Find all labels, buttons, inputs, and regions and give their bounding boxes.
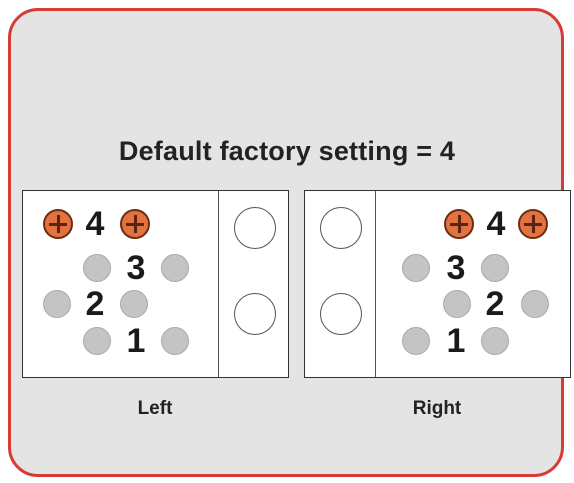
mounting-hole <box>481 254 509 282</box>
mounting-hole <box>402 254 430 282</box>
screw-icon <box>518 209 548 239</box>
mounting-hole <box>161 254 189 282</box>
setting-number-2: 2 <box>485 285 505 323</box>
slot-circle <box>320 293 362 335</box>
left-panel: 4 3 2 1 <box>22 190 289 378</box>
mounting-hole <box>83 327 111 355</box>
setting-number-3: 3 <box>126 249 146 287</box>
mounting-hole <box>521 290 549 318</box>
panel-divider <box>218 191 219 377</box>
slot-circle <box>320 207 362 249</box>
diagram-title: Default factory setting = 4 <box>118 136 456 166</box>
mounting-hole <box>161 327 189 355</box>
panel-divider <box>375 191 376 377</box>
setting-number-3: 3 <box>446 249 466 287</box>
left-caption: Left <box>137 398 173 419</box>
slot-circle <box>234 293 276 335</box>
mounting-hole <box>120 290 148 318</box>
slot-circle <box>234 207 276 249</box>
mounting-hole <box>402 327 430 355</box>
mounting-hole <box>83 254 111 282</box>
mounting-hole <box>443 290 471 318</box>
setting-number-1: 1 <box>446 322 466 360</box>
setting-number-1: 1 <box>126 322 146 360</box>
mounting-hole <box>481 327 509 355</box>
mounting-hole <box>43 290 71 318</box>
setting-number-2: 2 <box>85 285 105 323</box>
setting-number-4: 4 <box>85 205 105 243</box>
screw-icon <box>43 209 73 239</box>
setting-number-4: 4 <box>486 205 506 243</box>
right-panel: 4 3 2 1 <box>304 190 571 378</box>
right-caption: Right <box>412 398 462 419</box>
screw-icon <box>444 209 474 239</box>
screw-icon <box>120 209 150 239</box>
